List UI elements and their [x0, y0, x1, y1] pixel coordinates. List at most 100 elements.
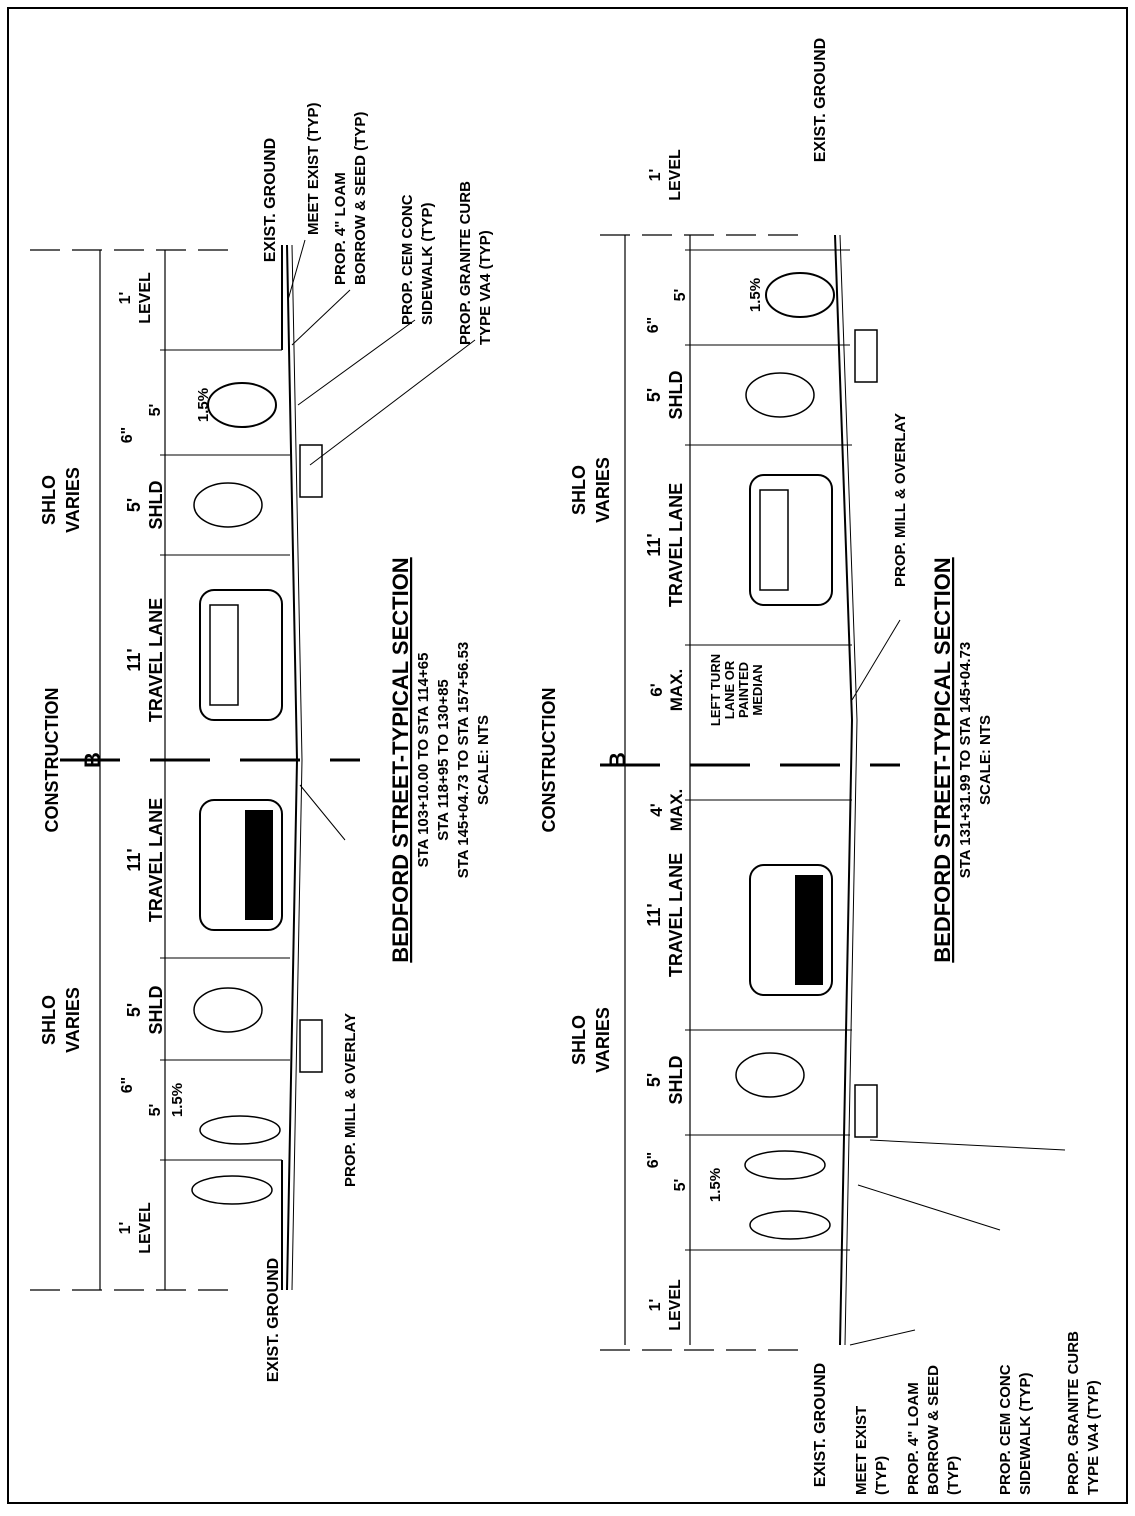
svg-text:LEVEL: LEVEL — [667, 1279, 684, 1331]
svg-text:PROP. CEM CONC: PROP. CEM CONC — [997, 1364, 1014, 1495]
svg-text:VARIES: VARIES — [593, 1007, 613, 1073]
svg-text:PROP. GRANITE CURB: PROP. GRANITE CURB — [1065, 1331, 1082, 1495]
svg-text:(TYP): (TYP) — [945, 1456, 962, 1495]
granite-curb-bottom — [299, 1019, 323, 1073]
section-a: CONSTRUCTION B 11' TRAVEL LANE 11' TRAVE… — [30, 102, 494, 1382]
svg-text:TRAVEL LANE: TRAVEL LANE — [146, 798, 166, 922]
svg-text:SCALE: NTS: SCALE: NTS — [977, 715, 994, 805]
construction-label-a: CONSTRUCTION — [42, 688, 62, 833]
baseline-symbol-b: B — [605, 752, 630, 768]
svg-text:5': 5' — [147, 1104, 164, 1117]
svg-text:6": 6" — [119, 427, 136, 443]
svg-text:11': 11' — [644, 903, 664, 926]
svg-text:1': 1' — [647, 169, 664, 182]
svg-text:1': 1' — [117, 1222, 134, 1235]
svg-text:VARIES: VARIES — [593, 457, 613, 523]
svg-text:STA 118+95 TO 130+85: STA 118+95 TO 130+85 — [435, 679, 452, 841]
svg-text:SHLO: SHLO — [39, 995, 59, 1045]
bicyclist-icon — [745, 372, 815, 418]
granite-curb-top — [299, 444, 323, 498]
road-surface-b — [834, 234, 854, 1346]
svg-text:SHLD: SHLD — [666, 1056, 686, 1105]
bicyclist-icon — [735, 1052, 805, 1098]
pedestrians-icon — [191, 1115, 281, 1205]
svg-text:(TYP): (TYP) — [873, 1456, 890, 1495]
svg-text:MEET EXIST (TYP): MEET EXIST (TYP) — [305, 102, 322, 235]
svg-text:1': 1' — [647, 1299, 664, 1312]
svg-text:LANE OR: LANE OR — [722, 660, 737, 719]
svg-text:1.5%: 1.5% — [169, 1083, 186, 1117]
car-icon — [199, 799, 283, 931]
svg-text:TRAVEL LANE: TRAVEL LANE — [146, 598, 166, 722]
svg-text:LEVEL: LEVEL — [667, 149, 684, 201]
bicyclist-icon — [193, 987, 263, 1033]
section-a-title: BEDFORD STREET-TYPICAL SECTION — [388, 557, 413, 962]
granite-curb-top — [854, 329, 878, 383]
svg-text:PROP. 4" LOAM: PROP. 4" LOAM — [332, 172, 349, 285]
svg-text:5': 5' — [124, 498, 144, 512]
car-icon — [199, 589, 283, 721]
svg-text:6": 6" — [645, 317, 662, 333]
svg-text:5': 5' — [124, 1003, 144, 1017]
svg-text:TYPE VA4 (TYP): TYPE VA4 (TYP) — [1085, 1380, 1102, 1495]
svg-text:EXIST. GROUND: EXIST. GROUND — [265, 1258, 282, 1382]
bicyclist-icon — [207, 382, 277, 428]
svg-text:STA 145+04.73 TO STA 157+56.53: STA 145+04.73 TO STA 157+56.53 — [455, 642, 472, 879]
svg-text:MEDIAN: MEDIAN — [750, 664, 765, 715]
svg-text:SHLD: SHLD — [146, 986, 166, 1035]
pedestrians-icon — [744, 1150, 831, 1240]
svg-text:EXIST. GROUND: EXIST. GROUND — [812, 38, 829, 162]
svg-text:1': 1' — [117, 292, 134, 305]
svg-text:5': 5' — [672, 1179, 689, 1192]
svg-text:BORROW & SEED (TYP): BORROW & SEED (TYP) — [352, 112, 369, 285]
svg-text:EXIST. GROUND: EXIST. GROUND — [262, 138, 279, 262]
granite-curb-bottom — [854, 1084, 878, 1138]
svg-text:5': 5' — [644, 1073, 664, 1087]
svg-text:TYPE VA4 (TYP): TYPE VA4 (TYP) — [477, 230, 494, 345]
svg-text:SHLD: SHLD — [666, 371, 686, 420]
svg-text:6": 6" — [645, 1152, 662, 1168]
section-b: CONSTRUCTION B 11' TRAVEL LANE 11' TRAVE… — [539, 38, 1102, 1495]
bicyclist-icon — [193, 482, 263, 528]
svg-text:VARIES: VARIES — [63, 987, 83, 1053]
svg-text:SHLO: SHLO — [569, 1015, 589, 1065]
svg-text:11': 11' — [644, 533, 664, 556]
sheet-border — [7, 7, 1128, 1504]
svg-text:PROP. MILL & OVERLAY: PROP. MILL & OVERLAY — [342, 1013, 359, 1187]
svg-text:MAX.: MAX. — [667, 669, 686, 712]
car-icon — [749, 864, 833, 996]
construction-label-b: CONSTRUCTION — [539, 688, 559, 833]
svg-text:EXIST. GROUND: EXIST. GROUND — [812, 1363, 829, 1487]
svg-text:LEFT TURN: LEFT TURN — [708, 654, 723, 726]
baseline-symbol-a: B — [80, 752, 105, 768]
svg-text:5': 5' — [147, 404, 164, 417]
bicyclist-icon — [765, 272, 835, 318]
svg-text:VARIES: VARIES — [63, 467, 83, 533]
svg-text:SHLO: SHLO — [569, 465, 589, 515]
svg-text:LEVEL: LEVEL — [137, 272, 154, 324]
svg-text:STA 131+31.99 TO STA 145+04.73: STA 131+31.99 TO STA 145+04.73 — [957, 642, 974, 879]
svg-text:TRAVEL LANE: TRAVEL LANE — [666, 483, 686, 607]
svg-text:PROP. 4" LOAM: PROP. 4" LOAM — [905, 1382, 922, 1495]
svg-text:11': 11' — [124, 648, 144, 671]
svg-text:STA 103+10.00 TO STA 114+65: STA 103+10.00 TO STA 114+65 — [415, 653, 432, 868]
svg-text:1.5%: 1.5% — [747, 278, 764, 312]
svg-text:TRAVEL LANE: TRAVEL LANE — [666, 853, 686, 977]
car-icon — [749, 474, 833, 606]
svg-text:1.5%: 1.5% — [707, 1168, 724, 1202]
svg-text:PROP. CEM CONC: PROP. CEM CONC — [399, 194, 416, 325]
svg-text:11': 11' — [124, 848, 144, 871]
svg-text:4': 4' — [647, 803, 666, 817]
svg-text:6": 6" — [119, 1077, 136, 1093]
section-b-title: BEDFORD STREET-TYPICAL SECTION — [930, 557, 955, 962]
svg-text:SIDEWALK (TYP): SIDEWALK (TYP) — [419, 202, 436, 325]
svg-text:SCALE: NTS: SCALE: NTS — [475, 715, 492, 805]
svg-text:6': 6' — [647, 683, 666, 697]
svg-text:LEVEL: LEVEL — [137, 1202, 154, 1254]
svg-text:MAX.: MAX. — [667, 789, 686, 832]
svg-text:1.5%: 1.5% — [195, 388, 212, 422]
svg-text:PROP. MILL & OVERLAY: PROP. MILL & OVERLAY — [892, 413, 909, 587]
svg-text:SHLO: SHLO — [39, 475, 59, 525]
